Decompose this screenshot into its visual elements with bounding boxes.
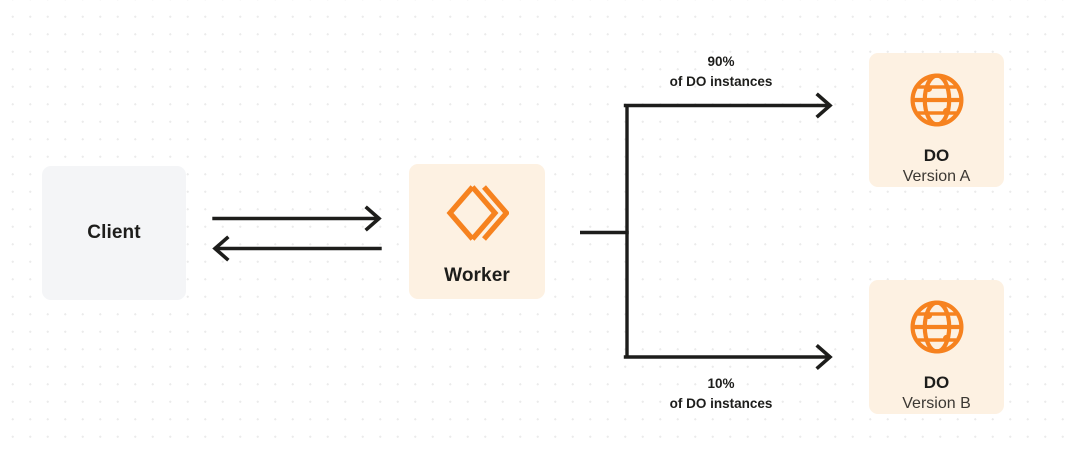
arrow-worker-to-do-a xyxy=(623,92,833,119)
node-do-a-subtitle: Version A xyxy=(902,167,971,185)
node-do-b-subtitle: Version B xyxy=(902,394,971,412)
arrow-worker-to-do-b xyxy=(623,343,833,371)
globe-icon xyxy=(908,71,966,134)
node-do-version-b: DO Version B xyxy=(869,280,1004,414)
node-do-b-title: DO xyxy=(923,373,950,392)
edge-label-do-a-description: of DO instances xyxy=(669,73,773,89)
arrow-client-to-worker xyxy=(212,205,382,232)
edge-label-do-b-percentage: 10% xyxy=(707,376,735,391)
node-client: Client xyxy=(42,166,186,300)
cloudflare-workers-icon xyxy=(445,182,510,249)
edge-label-do-a: 90% of DO instances xyxy=(640,52,802,91)
edge-label-do-a-percentage: 90% xyxy=(707,54,735,69)
connector-worker-split-trunk xyxy=(580,104,629,359)
node-worker: Worker xyxy=(409,164,545,299)
edge-label-do-b: 10% of DO instances xyxy=(640,374,802,413)
node-do-version-a: DO Version A xyxy=(869,53,1004,187)
node-do-a-title: DO xyxy=(923,146,950,165)
node-client-label: Client xyxy=(87,222,141,243)
edge-label-do-b-description: of DO instances xyxy=(669,395,773,411)
node-worker-label: Worker xyxy=(444,265,510,286)
globe-icon xyxy=(908,298,966,361)
arrow-worker-to-client xyxy=(212,235,382,262)
